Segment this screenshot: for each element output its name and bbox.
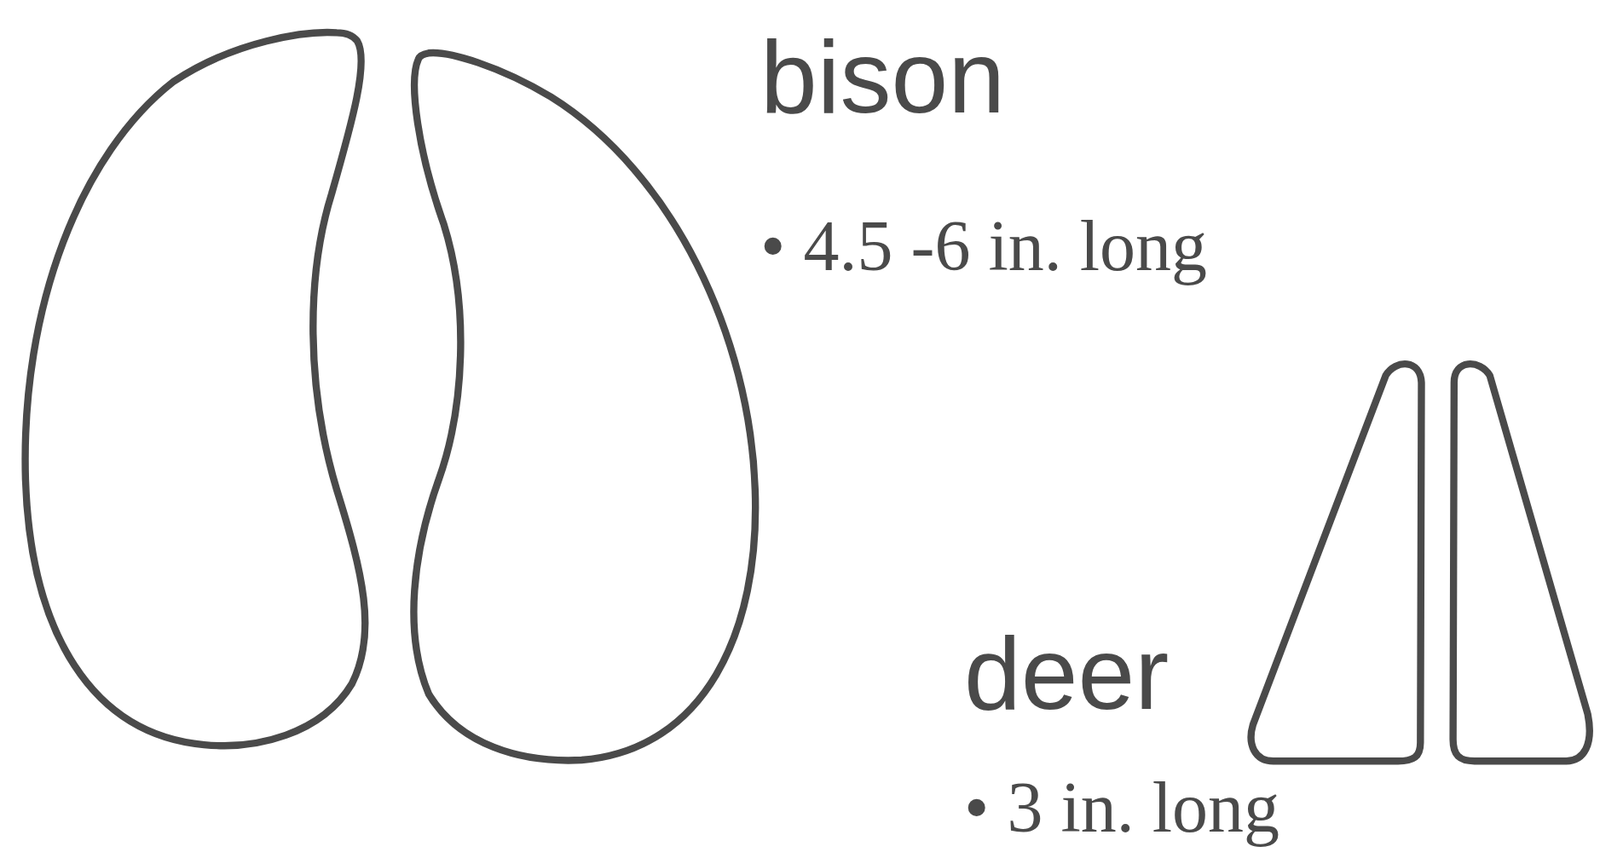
animal-name: deer — [964, 622, 1169, 725]
size-note: • 3 in. long — [964, 772, 1280, 844]
size-note: • 4.5 -6 in. long — [760, 210, 1208, 283]
deer-right-hoof — [1453, 363, 1590, 762]
bison-right-hoof — [413, 52, 756, 761]
animal-name: bison — [760, 25, 1006, 128]
bison-left-hoof — [25, 32, 366, 746]
deer-left-hoof — [1251, 363, 1422, 762]
